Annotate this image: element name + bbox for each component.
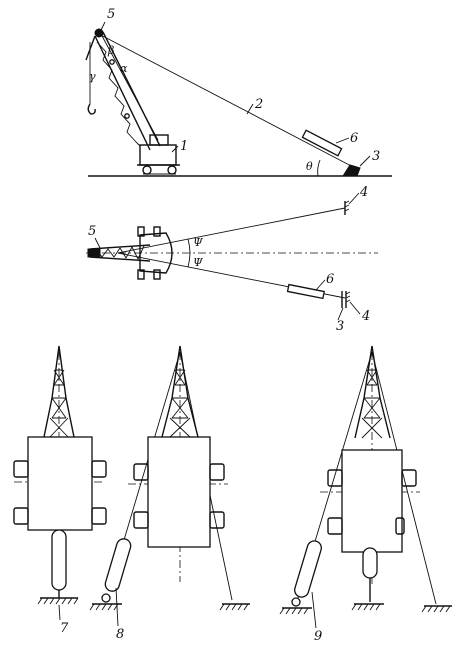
label-2: 2	[254, 97, 263, 112]
label-6-side: 6	[350, 131, 358, 146]
tension-device-plan	[286, 283, 326, 300]
label-beta: β	[107, 44, 114, 57]
guy-rope-9-right	[371, 351, 437, 605]
guy-rope-upper	[117, 207, 346, 254]
hoist-rope	[100, 33, 159, 141]
tension-device-9	[294, 540, 322, 598]
variant-8: 8	[89, 345, 250, 642]
tension-device-7	[51, 529, 67, 591]
psi-arc-lower	[187, 252, 191, 268]
label-5-plan: 5	[88, 224, 96, 239]
boom-7	[43, 345, 75, 438]
label-theta: θ	[306, 160, 313, 173]
central-device-9	[362, 547, 378, 579]
boom-head-node	[94, 28, 104, 38]
label-4-lower: 4	[361, 309, 370, 324]
theta-arc	[317, 159, 321, 177]
crane-body-7	[27, 436, 93, 531]
psi-arc-upper	[187, 238, 191, 254]
label-4-upper: 4	[359, 185, 368, 200]
boom-8	[161, 345, 199, 438]
boom-9	[354, 345, 391, 439]
plan-crane-body	[137, 226, 173, 280]
boom-mid-point	[124, 113, 130, 119]
anchor-lower	[341, 291, 351, 308]
label-5-side: 5	[107, 7, 115, 22]
guy-rope-2	[96, 32, 356, 169]
crane-boom	[94, 31, 161, 151]
plan-view: Ψ Ψ 4 6 3 4 5	[86, 185, 378, 334]
label-gamma: γ	[89, 70, 96, 83]
label-psi-lower: Ψ	[193, 256, 203, 269]
tension-device-8	[104, 538, 132, 592]
crane-base	[137, 134, 180, 175]
crane-body-9	[341, 449, 403, 553]
side-view: 5 2 1 6 3 β α γ θ	[85, 7, 392, 177]
tension-device-side	[301, 129, 343, 157]
anchor-upper	[344, 200, 350, 215]
label-psi-upper: Ψ	[193, 236, 203, 249]
variant-9: 9	[279, 345, 452, 644]
jib-arm	[85, 35, 96, 61]
label-3-plan: 3	[336, 319, 344, 334]
label-alpha: α	[120, 62, 128, 75]
label-8: 8	[116, 627, 124, 642]
boom-hinge-point	[109, 59, 115, 65]
variant-7: 7	[13, 345, 107, 636]
hook-icon	[87, 103, 96, 115]
crane-body-8	[147, 436, 211, 548]
label-6-plan: 6	[326, 272, 334, 287]
label-1: 1	[180, 139, 188, 154]
label-3-side: 3	[372, 149, 380, 164]
anchor-side	[342, 164, 361, 177]
label-7: 7	[60, 621, 69, 636]
label-9: 9	[314, 629, 322, 644]
